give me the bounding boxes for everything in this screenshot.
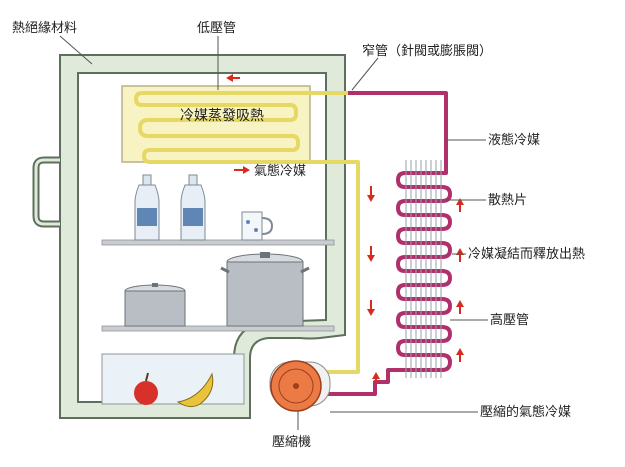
- label-compressor: 壓縮機: [272, 434, 311, 450]
- label-low-pressure-pipe: 低壓管: [197, 21, 236, 36]
- cup-icon: [241, 211, 274, 241]
- crisper-drawer: [101, 353, 245, 405]
- leader-lines: [59, 35, 488, 430]
- apple-icon: [134, 372, 158, 405]
- label-condense-release: 冷媒凝結而釋放出熱: [468, 246, 585, 262]
- pot-icon: [220, 252, 310, 327]
- bottle-icon: [134, 174, 160, 241]
- shelf-top: [101, 239, 335, 246]
- low-pressure-pipe: [134, 91, 360, 374]
- compressor-unit: [269, 360, 331, 412]
- door-handle: [32, 156, 60, 228]
- bottle-icon: [180, 174, 206, 241]
- label-liquid-refrigerant: 液態冷媒: [488, 132, 540, 148]
- pot-icon: [124, 283, 186, 327]
- label-compressed-gas: 壓縮的氣態冷媒: [480, 404, 571, 420]
- label-gas-refrigerant: 氣態冷媒: [254, 163, 306, 179]
- banana-icon: [176, 372, 214, 408]
- flow-arrows: [226, 74, 464, 383]
- label-evaporator: 冷媒蒸發吸熱: [180, 108, 264, 124]
- label-narrow-pipe: 窄管（針閥或膨脹閥）: [362, 43, 492, 59]
- label-high-pressure-pipe: 高壓管: [490, 312, 529, 328]
- heat-sink-fins: [405, 160, 442, 378]
- high-pressure-pipe: [322, 91, 452, 396]
- label-heat-sink: 散熱片: [488, 193, 527, 208]
- label-insulation: 熱絕緣材料: [12, 21, 77, 36]
- shelf-middle: [101, 325, 335, 332]
